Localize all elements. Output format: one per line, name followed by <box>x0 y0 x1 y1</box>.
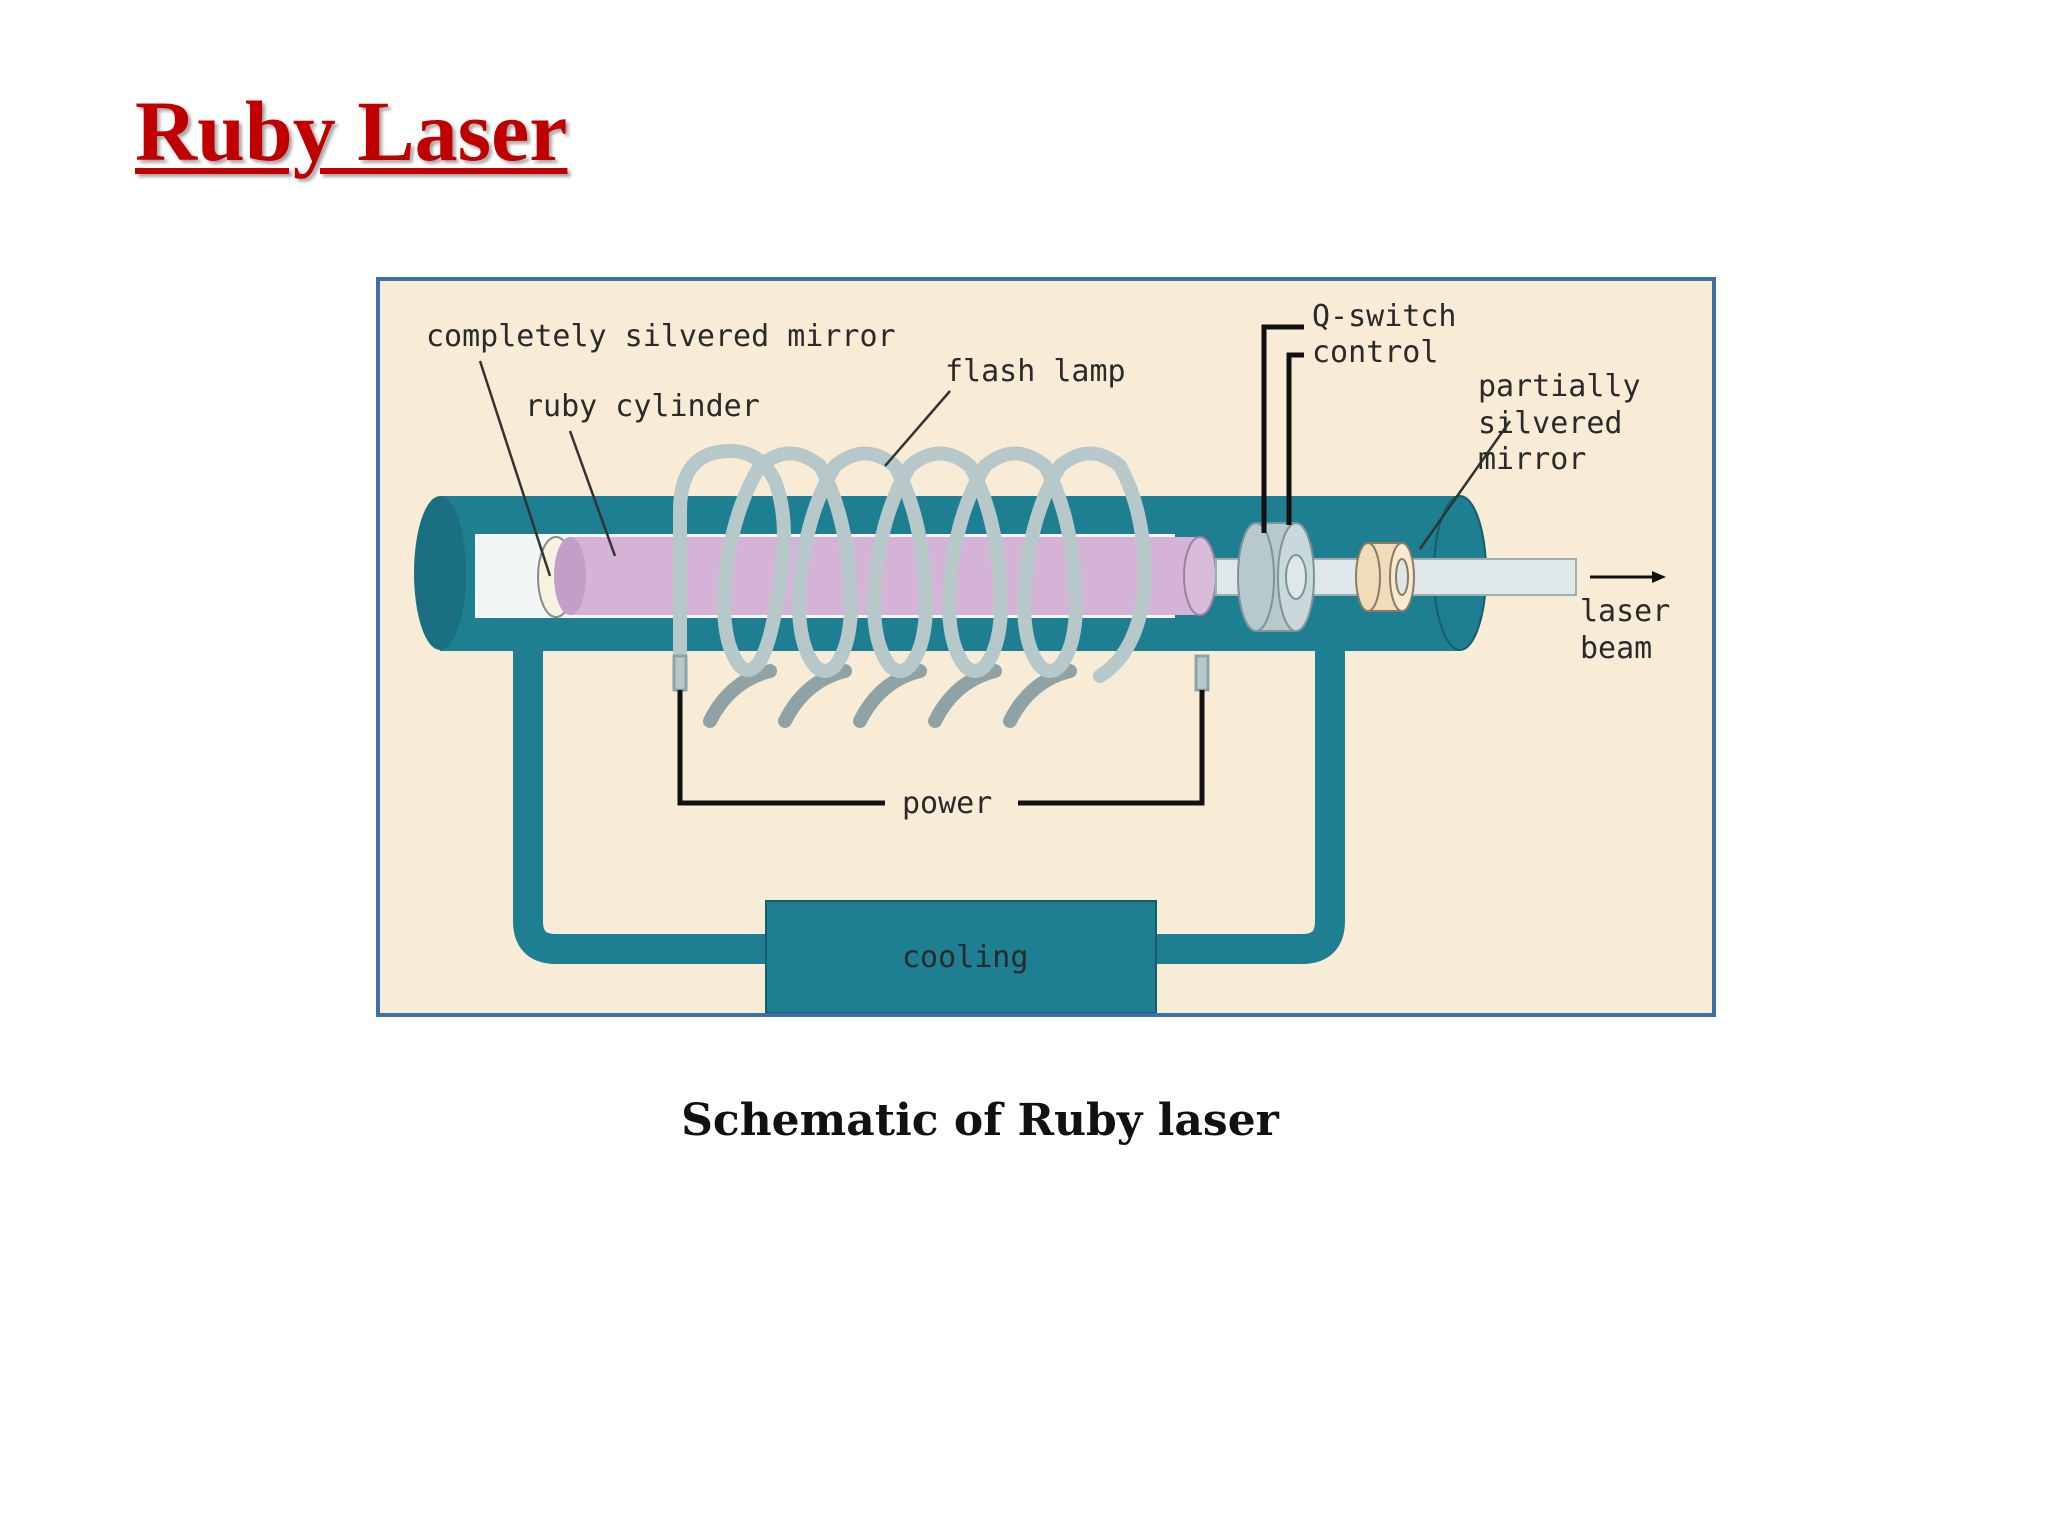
label-laser-beam-2: beam <box>1580 631 1652 666</box>
flash-lamp-back <box>703 664 1077 728</box>
label-flash-lamp: flash lamp <box>945 354 1126 389</box>
label-ruby-cylinder: ruby cylinder <box>525 389 760 424</box>
cooling-circuit <box>513 651 1345 1013</box>
label-completely-silvered-mirror: completely silvered mirror <box>426 319 896 354</box>
diagram-caption: Schematic of Ruby laser <box>681 1095 1279 1146</box>
label-partially-1: partially <box>1478 369 1641 404</box>
laser-beam-arrow <box>1590 571 1666 583</box>
label-laser-beam-1: laser <box>1580 594 1670 629</box>
power-circuit <box>677 690 1205 806</box>
ruby-laser-diagram: completely silvered mirror ruby cylinder… <box>376 277 1716 1017</box>
label-q-switch-2: control <box>1312 335 1438 370</box>
label-cooling: cooling <box>902 940 1028 975</box>
label-partially-2: silvered <box>1478 406 1623 441</box>
label-q-switch-1: Q-switch <box>1312 299 1457 334</box>
cooling-unit <box>765 900 1157 1013</box>
slide-title: Ruby Laser <box>135 83 568 179</box>
partially-silvered-mirror <box>1355 542 1415 612</box>
label-power: power <box>902 786 992 821</box>
label-partially-3: mirror <box>1478 442 1586 477</box>
q-switch <box>1237 522 1315 632</box>
